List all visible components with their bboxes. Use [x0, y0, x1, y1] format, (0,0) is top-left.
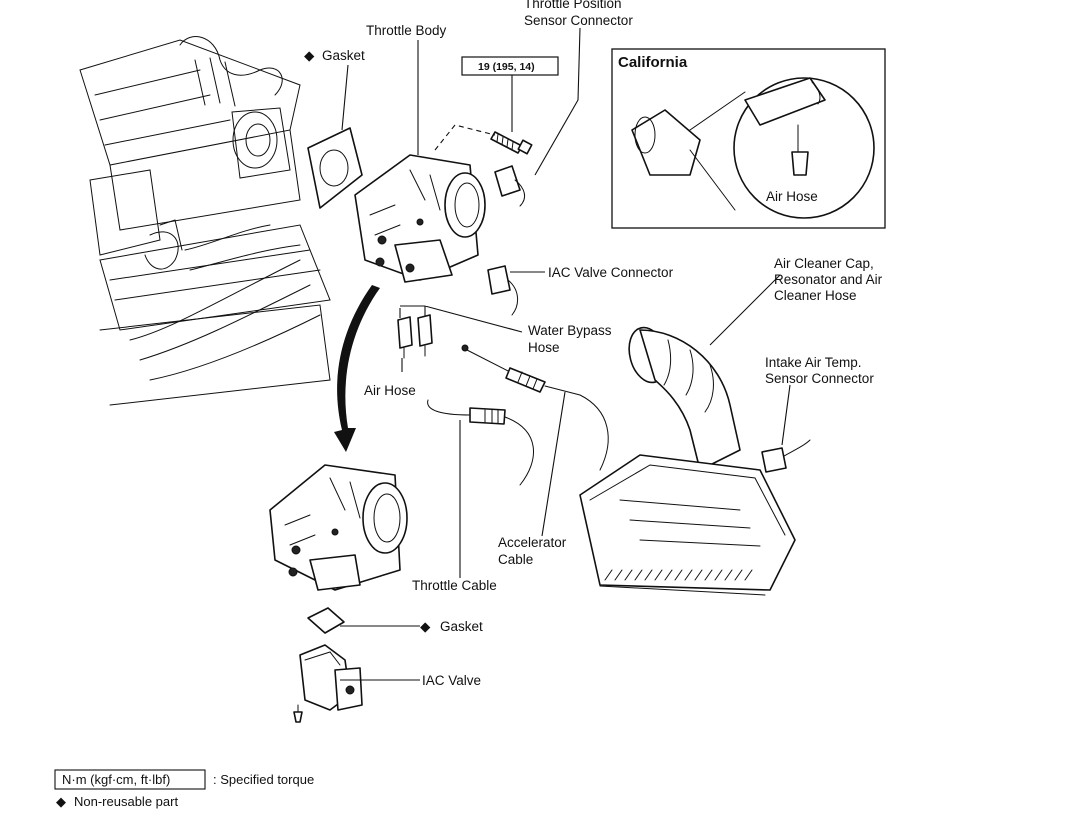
torque-spec-text: 19 (195, 14) [478, 61, 535, 73]
bolt-dashed-line [434, 124, 496, 151]
throttle-cable [427, 399, 534, 486]
legend-torque-description: : Specified torque [213, 772, 314, 787]
air-hose-label: Air Hose [364, 383, 416, 398]
water-bypass-hose-label-line1: Water Bypass [528, 323, 612, 338]
throttle-cable-label: Throttle Cable [412, 578, 497, 593]
accelerator-cable-label-line2: Cable [498, 552, 533, 567]
california-title: California [618, 54, 688, 71]
accelerator-cable [461, 344, 609, 471]
legend-nonreusable-description: Non-reusable part [74, 794, 178, 809]
california-air-hose-label: Air Hose [766, 189, 818, 204]
water-bypass-hose-label-line2: Hose [528, 340, 560, 355]
air-cleaner-assembly [579, 326, 796, 596]
legend-torque-units: N·m (kgf·cm, ft·lbf) [62, 772, 170, 787]
engine-block-illustration [79, 36, 331, 406]
intake-air-temp-label-line2: Sensor Connector [765, 371, 874, 386]
tps-connector-label-line2: Sensor Connector [524, 13, 633, 28]
tps-connector-label-line1: Throttle Position [524, 0, 622, 11]
legend-torque-box [54, 769, 206, 790]
gasket-top-marker: ◆ [304, 48, 315, 63]
iac-valve-connector-label: IAC Valve Connector [548, 265, 674, 280]
intake-air-temp-connector [761, 439, 811, 473]
legend: N·m (kgf·cm, ft·lbf) : Specified torque … [54, 769, 314, 809]
tps-connector [494, 165, 526, 207]
california-inset [611, 48, 886, 229]
throttle-body-label: Throttle Body [366, 23, 447, 38]
iac-valve-label: IAC Valve [422, 673, 481, 688]
iac-valve-connector [487, 265, 518, 316]
throttle-body-top [354, 154, 486, 283]
throttle-body-gasket-top [307, 127, 363, 209]
gasket-bottom-marker: ◆ [420, 619, 431, 634]
accelerator-cable-label-line1: Accelerator [498, 535, 567, 550]
removal-arrow [334, 285, 380, 452]
air-cleaner-label-line2: Resonator and Air [774, 272, 883, 287]
iac-valve-gasket [307, 607, 345, 634]
torque-spec-box [461, 56, 559, 76]
throttle-body-bolt [490, 131, 533, 155]
hose-clips [397, 314, 433, 359]
gasket-bottom-label: Gasket [440, 619, 483, 634]
air-cleaner-label-line1: Air Cleaner Cap, [774, 256, 874, 271]
throttle-body-bottom [269, 464, 408, 591]
iac-valve [293, 644, 363, 723]
legend-nonreusable-marker: ◆ [56, 794, 66, 809]
leader-lines [340, 27, 791, 681]
intake-air-temp-label-line1: Intake Air Temp. [765, 355, 862, 370]
gasket-top-label: Gasket [322, 48, 365, 63]
air-cleaner-label-line3: Cleaner Hose [774, 288, 857, 303]
